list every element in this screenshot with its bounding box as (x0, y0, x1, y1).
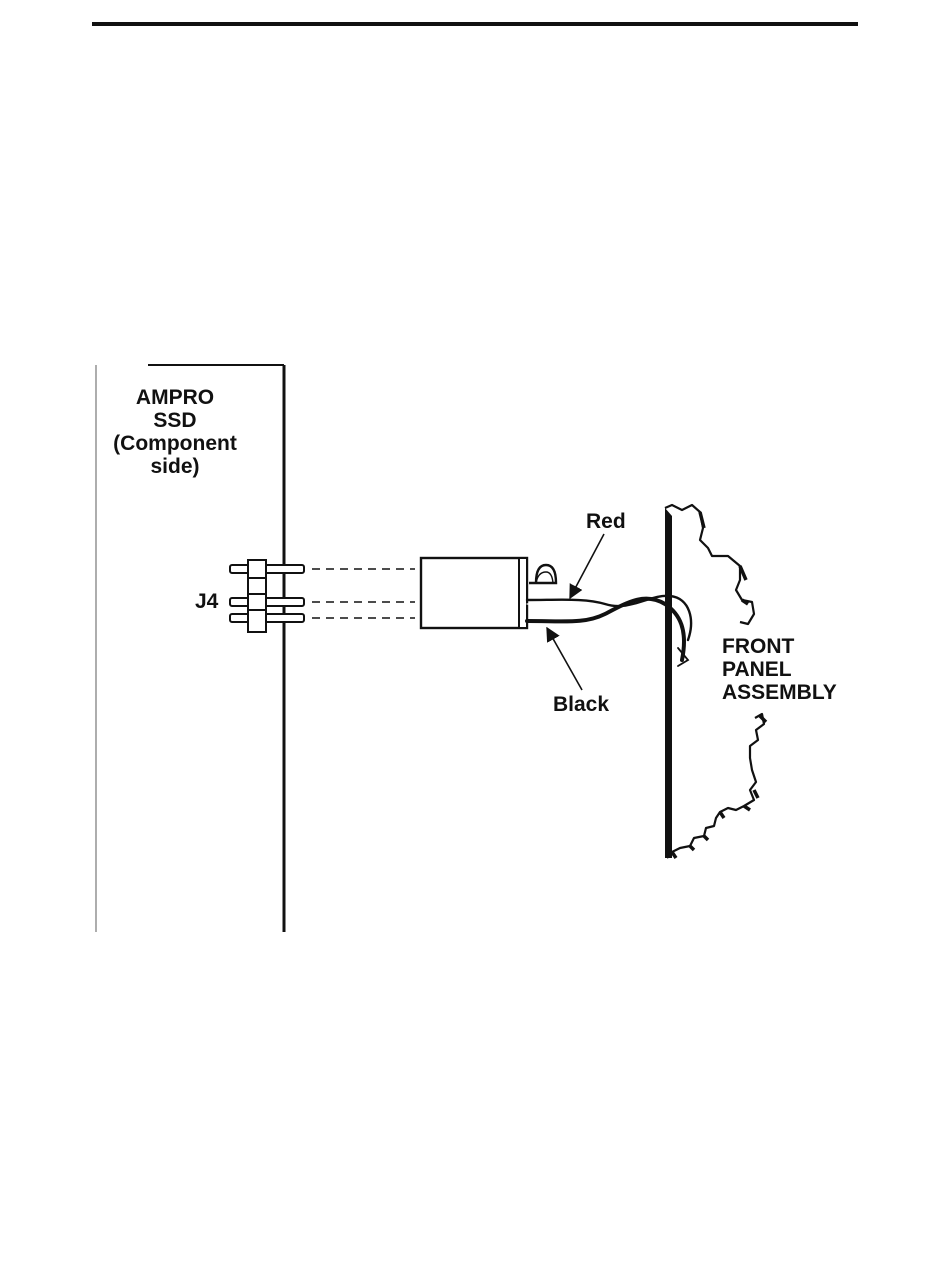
black-wire-label: Black (553, 693, 609, 716)
front-panel-label: FRONT PANEL ASSEMBLY (722, 635, 837, 704)
plug-connector (421, 558, 556, 628)
alignment-lines (312, 569, 415, 618)
panel-label-line: FRONT (722, 635, 837, 658)
board-label: AMPRO SSD (Component side) (100, 386, 250, 478)
board-label-line: side) (100, 455, 250, 478)
page-top-rule (92, 22, 858, 26)
black-wire-arrow (547, 628, 582, 690)
j4-header (230, 560, 304, 632)
panel-label-line: PANEL (722, 658, 837, 681)
board-label-line: AMPRO (100, 386, 250, 409)
red-wire-arrow (570, 534, 604, 598)
panel-label-line: ASSEMBLY (722, 681, 837, 704)
connector-j4-label: J4 (195, 590, 218, 613)
red-wire-label: Red (586, 510, 626, 533)
board-label-line: (Component (100, 432, 250, 455)
board-label-line: SSD (100, 409, 250, 432)
